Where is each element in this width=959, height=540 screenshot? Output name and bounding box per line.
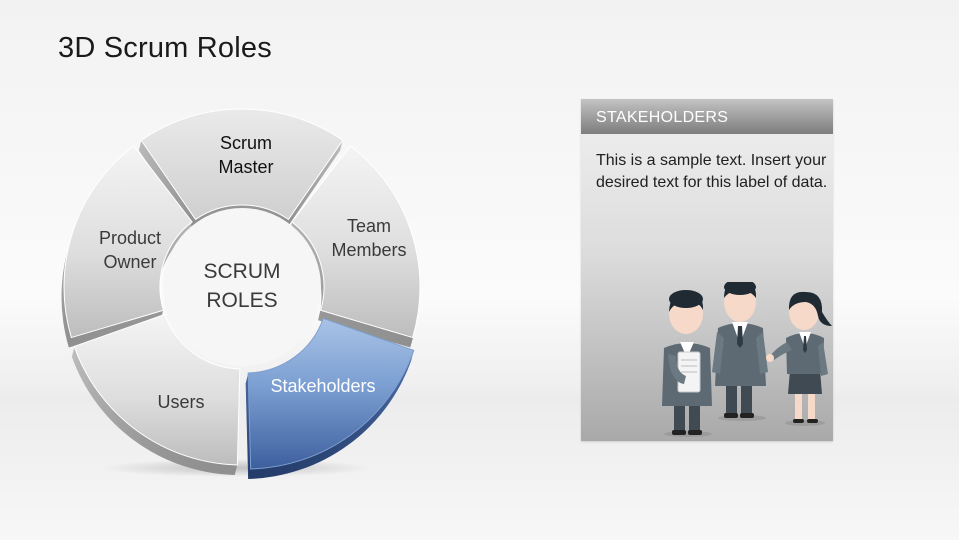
person-center-icon [712, 282, 768, 418]
center-label-line1: SCRUM [204, 260, 281, 283]
segment-label-scrum-master-line2: Master [218, 157, 273, 177]
segment-team-members [291, 145, 421, 339]
scrum-roles-ring-diagram: SCRUM ROLES Scrum Master Team Members St… [61, 108, 421, 479]
segment-label-team-members-line2: Members [331, 240, 406, 260]
center-hub [163, 208, 321, 366]
segment-stakeholders [247, 317, 415, 470]
slide-title: 3D Scrum Roles [58, 32, 272, 64]
segment-label-scrum-master-line1: Scrum [220, 133, 272, 153]
segment-scrum-master [140, 108, 344, 221]
ring-segments [63, 108, 421, 470]
segment-label-users: Users [157, 392, 204, 412]
card-header: STAKEHOLDERS [581, 99, 833, 134]
segment-label-product-owner-line2: Owner [103, 252, 156, 272]
segment-product-owner [63, 145, 193, 339]
segment-label-team-members-line1: Team [347, 216, 391, 236]
segment-label-product-owner-line1: Product [99, 228, 161, 248]
segment-users [73, 313, 241, 466]
card-body-text: This is a sample text. Insert your desir… [596, 152, 828, 191]
person-left-icon [662, 290, 712, 435]
center-label-line2: ROLES [206, 289, 277, 312]
segment-label-stakeholders: Stakeholders [270, 376, 375, 396]
person-right-icon [766, 291, 832, 423]
business-people-illustration [662, 282, 832, 437]
